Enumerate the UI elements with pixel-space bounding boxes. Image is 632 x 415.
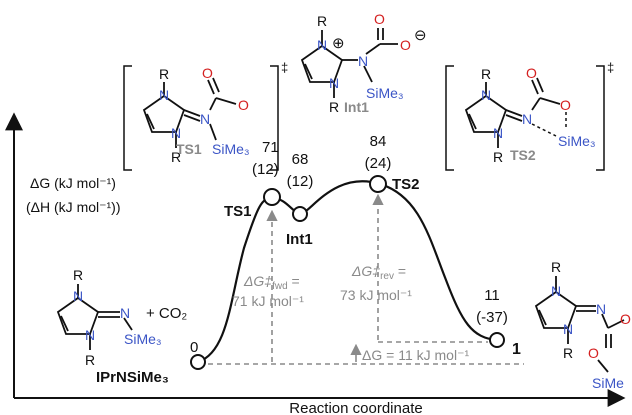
ts1-dg: 71 [262, 139, 279, 156]
int1-r-bottom: R [329, 99, 339, 115]
product-n-top: N [551, 283, 561, 299]
ts1-bracket-right [270, 65, 279, 171]
point-product [489, 332, 505, 348]
ts2-bracket-right [596, 65, 605, 171]
int1-o-top: O [374, 11, 385, 27]
int1-n-exo: N [358, 53, 368, 69]
reactant-plus-co2: + CO₂ [146, 305, 187, 322]
point-start [190, 354, 206, 370]
ts1-r-bottom: R [171, 149, 181, 165]
ts2-dagger: ‡ [607, 60, 614, 75]
svg-text:73 kJ mol⁻¹: 73 kJ mol⁻¹ [340, 287, 412, 303]
product-o-carbonyl: O [620, 311, 631, 327]
ts2-o-right: O [560, 97, 571, 113]
int1-plus: ⊕ [332, 35, 345, 52]
y-axis-label-dh: (ΔH (kJ mol⁻¹)) [26, 199, 121, 215]
ts2-label: TS2 [392, 176, 420, 193]
start-dg: 0 [190, 339, 198, 356]
ts2-n-exo: N [522, 111, 532, 127]
int1-dg: 68 [292, 151, 309, 168]
ts1-n-top: N [159, 87, 169, 103]
svg-text:ΔG‡fwd =: ΔG‡fwd = [243, 273, 300, 292]
y-axis-label-dg: ΔG (kJ mol⁻¹) [30, 175, 116, 191]
ts2-o-top: O [526, 65, 537, 81]
int1-dh: (12) [287, 173, 314, 190]
ts1-dagger: ‡ [281, 60, 288, 75]
ts1-sime3: SiMe₃ [212, 141, 250, 157]
product-r-bottom: R [563, 345, 573, 361]
ts2-bracket-left [445, 65, 454, 171]
ts2-r-top: R [481, 66, 491, 82]
svg-text:ΔG‡rev =: ΔG‡rev = [351, 263, 406, 282]
ts1-r-top: R [159, 66, 169, 82]
ts2-n-top: N [481, 87, 491, 103]
ts2-structure [464, 77, 561, 148]
product-sime: SiMe [592, 375, 624, 391]
int1-n-top: N [317, 37, 327, 53]
reactant-n-top: N [73, 288, 83, 304]
reactant-structure [56, 284, 133, 350]
int1-sime3: SiMe₃ [366, 85, 404, 101]
product-n-bottom: N [563, 321, 573, 337]
ts1-label: TS1 [224, 203, 252, 220]
x-axis-label: Reaction coordinate [289, 400, 422, 415]
int1-struct-label: Int1 [344, 99, 369, 115]
ts1-bracket-left [123, 65, 132, 171]
start-label: IPrNSiMe₃ [96, 369, 169, 386]
product-n-exo: N [596, 301, 606, 317]
ts1-n-exo: N [200, 111, 210, 127]
reactant-sime3: SiMe₃ [124, 331, 162, 347]
int1-r-top: R [317, 13, 327, 29]
ts2-n-bottom: N [493, 125, 503, 141]
int1-structure [300, 28, 398, 98]
ts2-sime3: SiMe₃ [558, 133, 596, 149]
product-o-ester: O [588, 345, 599, 361]
ts2-dh: (24) [365, 155, 392, 172]
rev-barrier-text: ΔG‡rev = 73 kJ mol⁻¹ [340, 263, 412, 303]
ts2-r-bottom: R [493, 149, 503, 165]
ts2-struct-label: TS2 [510, 147, 536, 163]
int1-minus: ⊖ [414, 27, 427, 44]
product-dg: 11 [484, 287, 500, 304]
product-dh: (-37) [476, 309, 508, 326]
ts2-dg: 84 [370, 133, 387, 150]
fwd-barrier-text: ΔG‡fwd = 71 kJ mol⁻¹ [232, 273, 304, 309]
point-ts2 [369, 175, 387, 193]
ts1-n-bottom: N [171, 125, 181, 141]
svg-text:71 kJ mol⁻¹: 71 kJ mol⁻¹ [232, 293, 304, 309]
ts1-structure [142, 77, 237, 148]
point-ts1 [263, 188, 281, 206]
reaction-energy-text: ΔG = 11 kJ mol⁻¹ [362, 347, 469, 363]
product-r-top: R [551, 259, 561, 275]
point-int1 [292, 206, 308, 222]
reactant-n-bottom: N [85, 327, 95, 343]
ts1-struct-label: TS1 [176, 141, 202, 157]
product-label: 1 [512, 341, 521, 358]
int1-n-bottom: N [329, 75, 339, 91]
product-o-si-bond [597, 359, 609, 373]
int1-o-right: O [400, 37, 411, 53]
product-structure [534, 276, 625, 348]
reactant-r-top: R [73, 267, 83, 283]
ts1-o-right: O [238, 97, 249, 113]
ts2-si-n-dash [531, 123, 557, 137]
int1-label: Int1 [286, 231, 313, 248]
ts1-o-top: O [202, 65, 213, 81]
ts1-dh: (12) [252, 161, 279, 178]
reactant-n-exo: N [120, 305, 130, 321]
reactant-r-bottom: R [85, 352, 95, 368]
